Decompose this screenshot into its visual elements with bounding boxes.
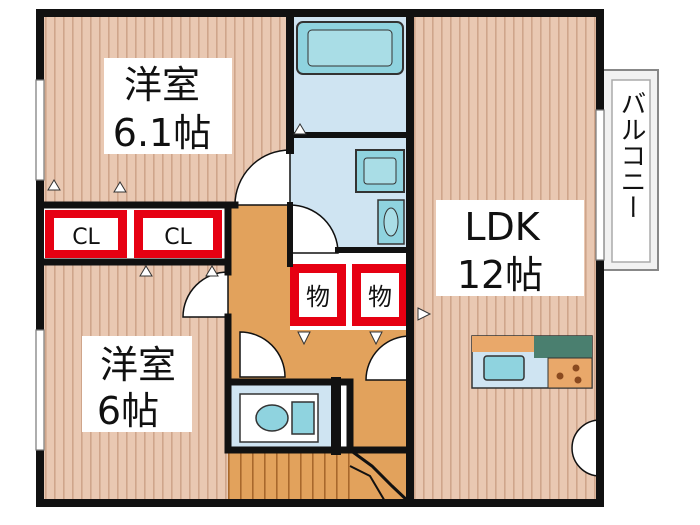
kitchen-counter	[471, 335, 593, 389]
room-label-western-2: 洋室 6帖	[82, 336, 192, 433]
storage-1-label: 物	[306, 283, 330, 311]
balcony: バルコニー	[601, 69, 659, 271]
ldk-name: LDK	[464, 205, 540, 249]
kitchen-stove	[534, 336, 592, 358]
storage-2: 物	[352, 264, 408, 326]
western-room-1-name: 洋室	[124, 63, 200, 107]
windows	[35, 79, 605, 451]
door-swings	[182, 149, 601, 477]
room-label-western-1: 洋室 6.1帖	[104, 58, 232, 155]
closet-2-label: CL	[164, 225, 192, 250]
balcony-label: バルコニー	[616, 90, 646, 220]
room-label-ldk: LDK 12帖	[436, 200, 584, 297]
storage-1: 物	[290, 264, 346, 326]
western-room-1-size: 6.1帖	[113, 111, 211, 155]
closet-1: CL	[45, 210, 127, 258]
western-room-2-name: 洋室	[100, 343, 176, 387]
ldk-size: 12帖	[457, 253, 543, 297]
closet-2: CL	[134, 210, 222, 258]
kitchen-sink	[483, 355, 525, 381]
storage-2-label: 物	[368, 283, 392, 311]
entry-arrows	[47, 123, 432, 346]
hallway-floor	[228, 205, 410, 450]
western-room-2-size: 6帖	[97, 389, 159, 433]
closet-1-label: CL	[72, 225, 100, 250]
